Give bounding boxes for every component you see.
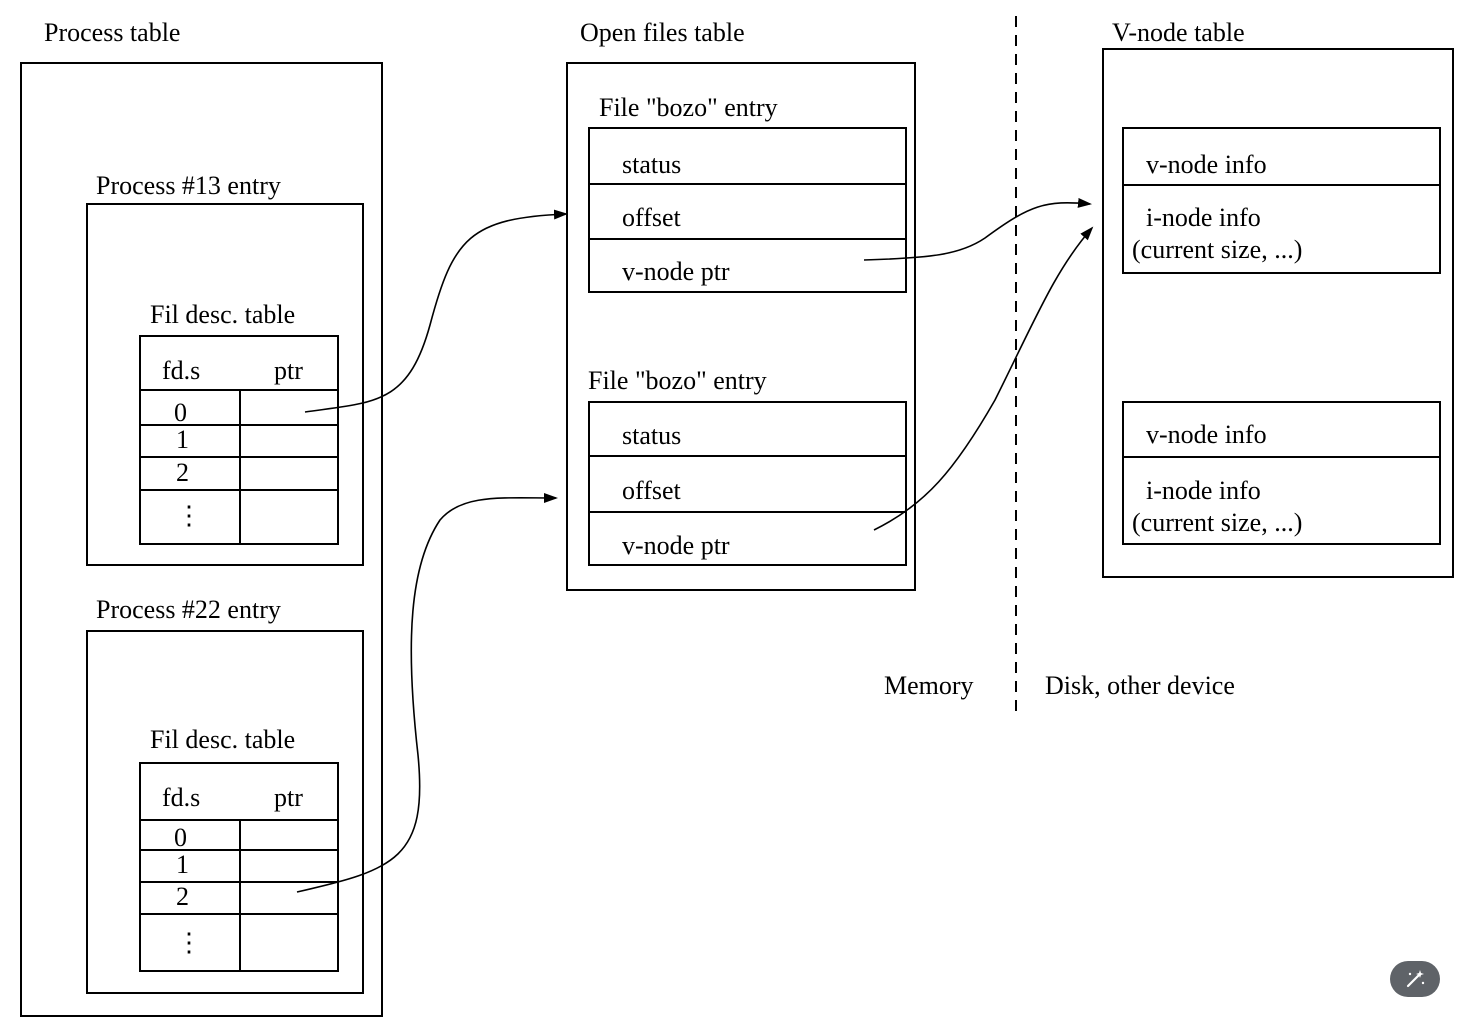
- fd-table-header-ptr: ptr: [274, 783, 303, 812]
- magic-wand-button[interactable]: [1390, 961, 1440, 997]
- inode-info: i-node info: [1146, 203, 1261, 232]
- vnode-entry: [1122, 127, 1441, 274]
- vnode-table-title: V-node table: [1112, 18, 1245, 47]
- disk-label: Disk, other device: [1045, 671, 1235, 700]
- process-22-entry-title: Process #22 entry: [96, 595, 281, 624]
- file-entry-field: offset: [622, 203, 681, 232]
- fd-table-divider: [139, 424, 339, 426]
- file-entry-title: File "bozo" entry: [588, 366, 767, 395]
- file-entry-field: status: [622, 421, 682, 450]
- fd-table-divider: [139, 913, 339, 915]
- vnode-entry: [1122, 401, 1441, 545]
- fd-row-label: 1: [176, 850, 189, 879]
- open-files-table-title: Open files table: [580, 18, 745, 47]
- vnode-info: v-node info: [1146, 150, 1267, 179]
- file-entry-divider: [588, 238, 907, 240]
- inode-info: i-node info: [1146, 476, 1261, 505]
- fd-table-divider: [139, 849, 339, 851]
- inode-detail: (current size, ...): [1132, 235, 1303, 264]
- fd-table-header-ptr: ptr: [274, 356, 303, 385]
- fd-row-label: ⋮: [176, 501, 202, 530]
- file-entry-field: v-node ptr: [622, 257, 730, 286]
- process-table-title: Process table: [44, 18, 181, 47]
- file-entry-divider: [588, 183, 907, 185]
- file-entry-divider: [588, 511, 907, 513]
- file-entry-field: v-node ptr: [622, 531, 730, 560]
- inode-detail: (current size, ...): [1132, 508, 1303, 537]
- fd-table-header-fds: fd.s: [162, 356, 201, 385]
- fd-table-divider: [139, 489, 339, 491]
- file-entry-title: File "bozo" entry: [599, 93, 778, 122]
- fd-row-label: ⋮: [176, 928, 202, 957]
- fd-table-divider: [239, 819, 241, 972]
- fd-table-divider: [239, 389, 241, 545]
- fd-table-divider: [139, 456, 339, 458]
- vnode-entry-divider: [1122, 456, 1441, 458]
- fd-row-label: 1: [176, 425, 189, 454]
- file-entry-field: offset: [622, 476, 681, 505]
- fd-row-label: 0: [174, 398, 187, 427]
- fd-table-title: Fil desc. table: [150, 300, 296, 329]
- memory-label: Memory: [884, 671, 974, 700]
- file-entry-field: status: [622, 150, 682, 179]
- file-entry-divider: [588, 455, 907, 457]
- fd-table-divider: [139, 881, 339, 883]
- process-13-entry-title: Process #13 entry: [96, 171, 281, 200]
- fd-row-label: 0: [174, 823, 187, 852]
- magic-wand-icon: [1406, 970, 1425, 988]
- vnode-info: v-node info: [1146, 420, 1267, 449]
- fd-row-label: 2: [176, 882, 189, 911]
- fd-table-title: Fil desc. table: [150, 725, 296, 754]
- vnode-entry-divider: [1122, 184, 1441, 186]
- fd-row-label: 2: [176, 458, 189, 487]
- file-entry: [588, 401, 907, 566]
- fd-table-header-fds: fd.s: [162, 783, 201, 812]
- file-entry: [588, 127, 907, 293]
